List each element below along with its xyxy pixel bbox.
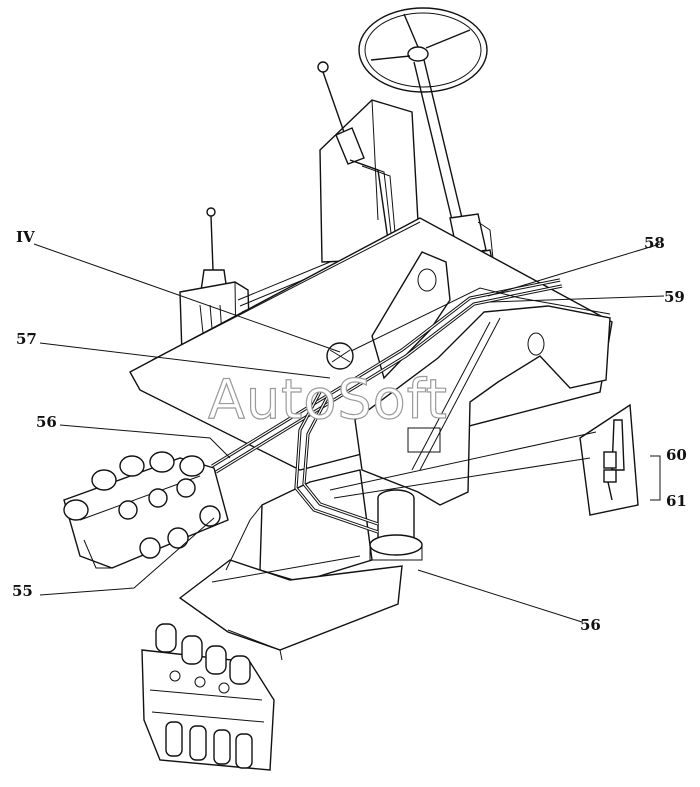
callout-58: 58 bbox=[644, 234, 665, 252]
fitting-detail-inset bbox=[579, 403, 639, 516]
callout-59: 59 bbox=[664, 288, 685, 306]
detail-iv-marker bbox=[326, 342, 354, 370]
control-valve-lower bbox=[141, 623, 275, 771]
leader-lines bbox=[33, 243, 665, 623]
control-valve-upper bbox=[63, 451, 229, 569]
callout-56-left: 56 bbox=[36, 413, 57, 431]
callout-57: 57 bbox=[16, 330, 37, 348]
frame-side bbox=[354, 251, 611, 506]
callout-60: 60 bbox=[666, 446, 687, 464]
steering-wheel bbox=[358, 7, 488, 93]
floor-plate bbox=[129, 217, 613, 471]
callout-iv: IV bbox=[16, 228, 35, 246]
watermark: AutoSoft bbox=[208, 368, 448, 431]
callout-56-right: 56 bbox=[580, 616, 601, 634]
callout-61: 61 bbox=[666, 492, 687, 510]
hydraulic-cylinder bbox=[369, 489, 423, 561]
callout-55: 55 bbox=[12, 582, 33, 600]
lower-frame bbox=[178, 469, 403, 661]
